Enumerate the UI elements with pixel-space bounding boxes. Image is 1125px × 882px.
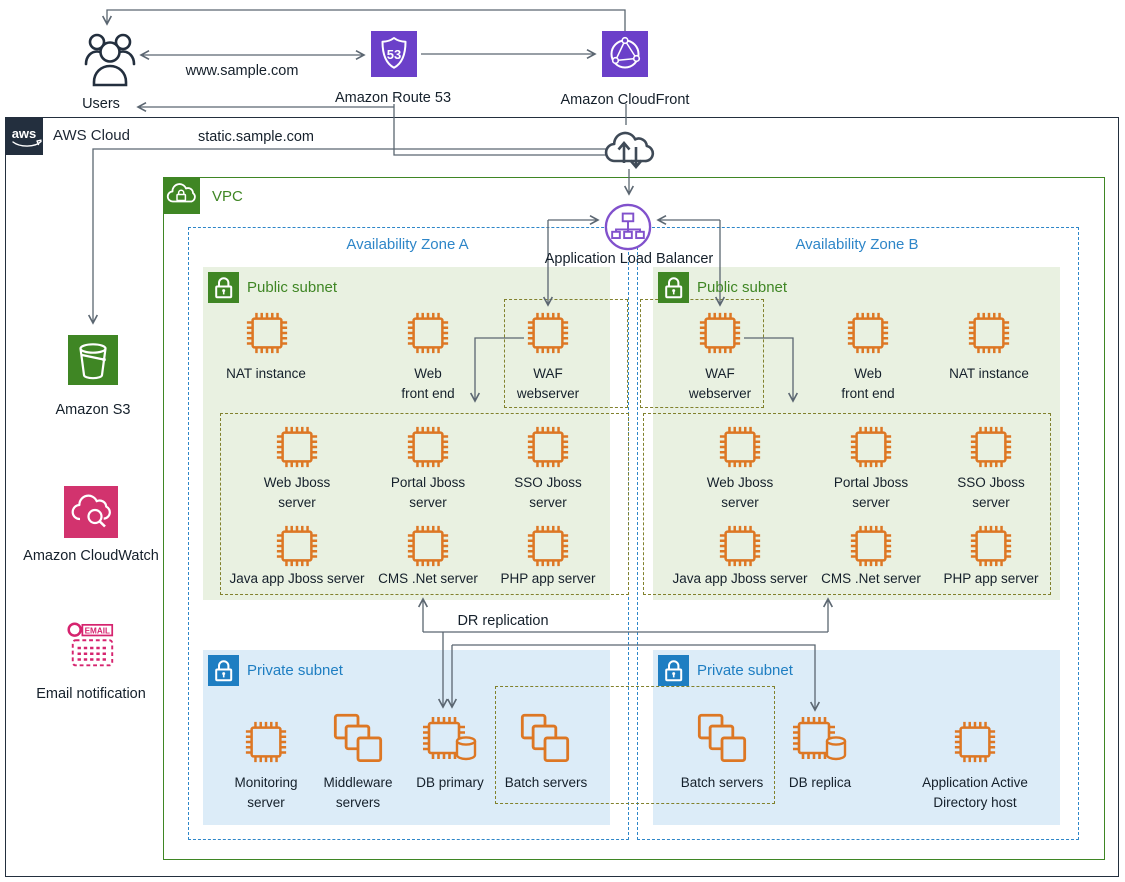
node-portal-jboss-a: Portal Jboss server: [390, 475, 466, 511]
node-web-front-end-b: Web front end: [841, 366, 895, 402]
ec2-instance-icon: [698, 311, 742, 355]
node-db-replica: DB replica: [788, 775, 852, 790]
private-subnet-lock-icon: [658, 655, 689, 686]
az-a-label: Availability Zone A: [346, 236, 469, 253]
static-domain-label: static.sample.com: [197, 129, 315, 145]
node-web-jboss-a: Web Jboss server: [263, 475, 331, 511]
users-label: Users: [82, 96, 120, 112]
public-subnet-a-label: Public subnet: [247, 279, 338, 296]
az-b-label: Availability Zone B: [795, 236, 919, 253]
node-waf-webserver-b: WAF webserver: [688, 366, 752, 402]
db-instance-icon: [791, 715, 847, 761]
node-web-front-end-a: Web front end: [401, 366, 455, 402]
aws-logo: aws: [5, 117, 43, 155]
app-server-group-a: [220, 413, 629, 595]
s3-label: Amazon S3: [55, 402, 131, 418]
ec2-instance-icon: [846, 311, 890, 355]
node-db-primary: DB primary: [416, 775, 484, 790]
ec2-instance-icon: [244, 720, 288, 764]
node-php-app-a: PHP app server: [500, 571, 596, 586]
node-monitoring-server: Monitoring server: [234, 775, 298, 811]
route53-label: Amazon Route 53: [334, 90, 452, 106]
email-label: Email notification: [36, 686, 146, 702]
node-ad-host: Application Active Directory host: [922, 775, 1028, 811]
internet-cloud-icon: [604, 131, 655, 170]
public-subnet-b-label: Public subnet: [697, 279, 788, 296]
db-instance-icon: [421, 715, 477, 761]
server-stack-icon: [520, 713, 570, 763]
node-cms-net-b: CMS .Net server: [821, 571, 921, 586]
private-subnet-lock-icon: [208, 655, 239, 686]
ec2-instance-icon: [969, 425, 1013, 469]
node-java-jboss-b: Java app Jboss server: [672, 571, 808, 586]
ec2-instance-icon: [969, 524, 1013, 568]
node-java-jboss-a: Java app Jboss server: [229, 571, 365, 586]
node-php-app-b: PHP app server: [943, 571, 1039, 586]
node-web-jboss-b: Web Jboss server: [706, 475, 774, 511]
ec2-instance-icon: [953, 720, 997, 764]
app-server-group-b: [643, 413, 1051, 595]
ec2-instance-icon: [718, 524, 762, 568]
ec2-instance-icon: [275, 425, 319, 469]
ec2-instance-icon: [718, 425, 762, 469]
node-waf-webserver-a: WAF webserver: [516, 366, 580, 402]
ec2-instance-icon: [275, 524, 319, 568]
ec2-instance-icon: [849, 524, 893, 568]
cloudwatch-label: Amazon CloudWatch: [23, 548, 159, 564]
s3-icon: [68, 335, 118, 385]
vpc-boundary: [163, 177, 1105, 860]
node-middleware-servers: Middleware servers: [323, 775, 393, 811]
cloudfront-label: Amazon CloudFront: [560, 92, 690, 108]
email-badge: EMAIL: [85, 627, 110, 636]
ec2-instance-icon: [406, 311, 450, 355]
ec2-instance-icon: [526, 425, 570, 469]
ec2-instance-icon: [406, 524, 450, 568]
node-batch-servers-b: Batch servers: [680, 775, 764, 790]
ec2-instance-icon: [526, 524, 570, 568]
route53-badge: 53: [387, 47, 401, 62]
cloudwatch-icon: [64, 486, 118, 538]
node-cms-net-a: CMS .Net server: [378, 571, 478, 586]
route53-icon: 53: [371, 31, 417, 77]
users-icon: [84, 33, 136, 87]
node-nat-instance-b: NAT instance: [949, 366, 1029, 381]
server-stack-icon: [697, 713, 747, 763]
private-subnet-b-label: Private subnet: [697, 662, 793, 679]
vpc-icon: [163, 177, 200, 214]
vpc-label: VPC: [212, 188, 243, 205]
server-stack-icon: [333, 713, 383, 763]
node-sso-jboss-a: SSO Jboss server: [514, 475, 582, 511]
email-notification-icon: EMAIL: [67, 622, 114, 667]
cloudfront-icon: [602, 31, 648, 77]
private-subnet-a-label: Private subnet: [247, 662, 343, 679]
node-batch-servers-a: Batch servers: [504, 775, 588, 790]
node-portal-jboss-b: Portal Jboss server: [833, 475, 909, 511]
dr-replication-label: DR replication: [457, 613, 549, 629]
www-domain-label: www.sample.com: [185, 63, 299, 79]
availability-zone-b: [637, 227, 1079, 840]
public-subnet-lock-icon: [208, 272, 239, 303]
ec2-instance-icon: [245, 311, 289, 355]
public-subnet-lock-icon: [658, 272, 689, 303]
ec2-instance-icon: [967, 311, 1011, 355]
aws-cloud-label: AWS Cloud: [53, 127, 130, 144]
ec2-instance-icon: [406, 425, 450, 469]
ec2-instance-icon: [849, 425, 893, 469]
node-nat-instance-a: NAT instance: [226, 366, 306, 381]
ec2-instance-icon: [526, 311, 570, 355]
node-sso-jboss-b: SSO Jboss server: [957, 475, 1025, 511]
aws-logo-text: aws: [12, 126, 37, 141]
